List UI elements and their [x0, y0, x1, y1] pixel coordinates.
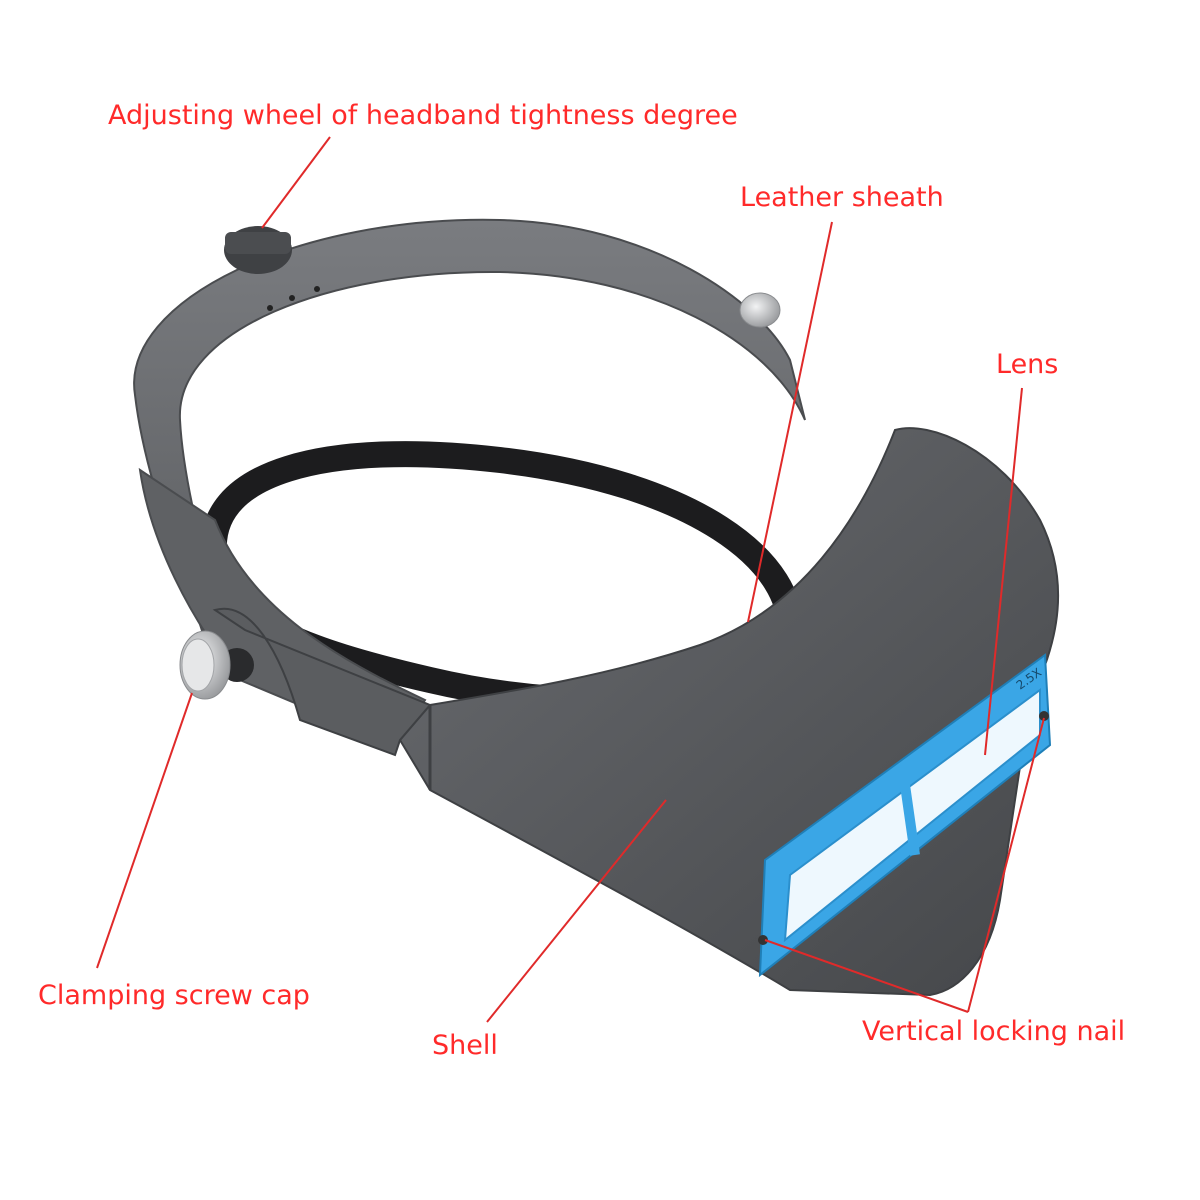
label-leather-sheath: Leather sheath — [740, 182, 944, 213]
label-shell: Shell — [432, 1030, 498, 1061]
band-hole — [314, 286, 320, 292]
leader-lines — [96, 136, 1045, 1023]
vertical-locking-nail-left — [758, 935, 768, 945]
leader-adjusting-wheel — [261, 136, 331, 229]
lens-divider — [900, 784, 920, 856]
clamping-screw — [179, 630, 254, 700]
leader-lens — [984, 387, 1023, 756]
leader-nail-right — [967, 717, 1045, 1013]
leader-clamping-screw — [96, 692, 193, 969]
shell — [212, 427, 1060, 997]
band-hole — [289, 295, 295, 301]
leader-leather-sheath — [747, 221, 833, 623]
label-vertical-locking-nail: Vertical locking nail — [862, 1016, 1126, 1047]
band-hole — [267, 305, 273, 311]
label-lens: Lens — [996, 349, 1059, 380]
label-adjusting-wheel: Adjusting wheel of headband tightness de… — [108, 100, 738, 131]
vertical-locking-nail-right — [1039, 711, 1049, 721]
adjusting-wheel — [224, 226, 292, 274]
label-clamping-screw-cap: Clamping screw cap — [38, 980, 310, 1011]
lens-assembly: 2.5X — [758, 653, 1052, 978]
leader-shell — [486, 799, 667, 1023]
rear-screw — [739, 292, 781, 328]
leader-nail-left — [764, 939, 969, 1013]
